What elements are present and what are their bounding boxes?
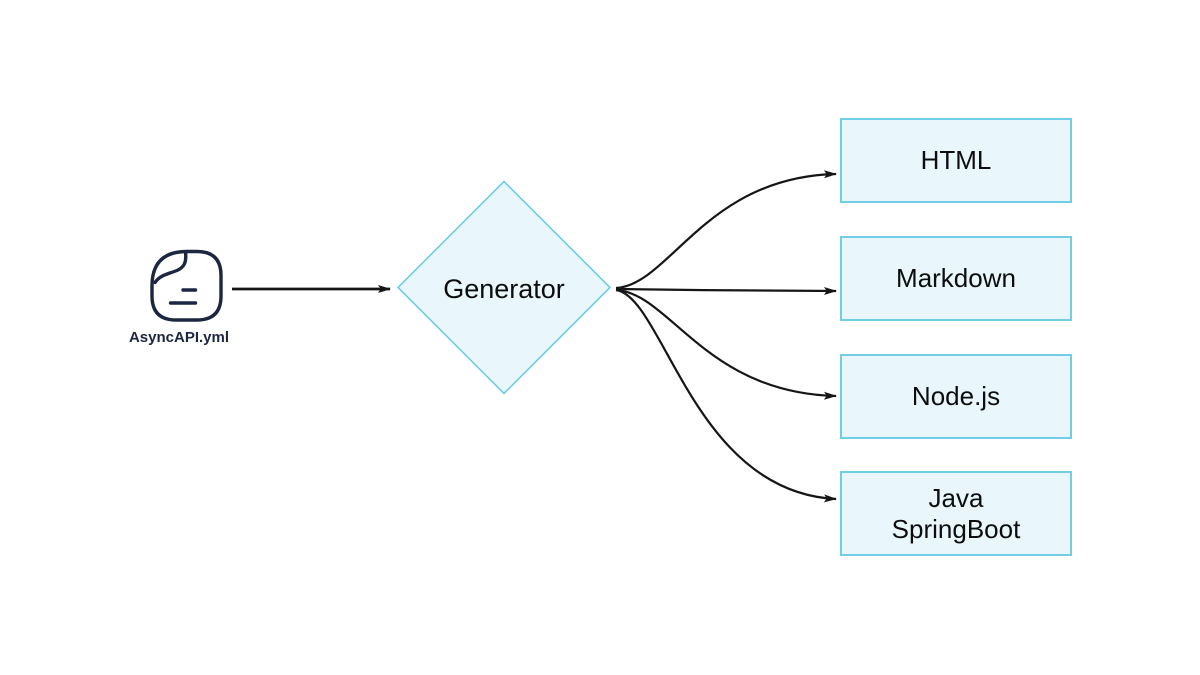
arrow-generator-to-html [615,170,837,290]
generator-diamond [396,180,612,395]
output-box-nodejs: Node.js [840,354,1072,439]
output-box-java-springboot: Java SpringBoot [840,471,1072,556]
output-label-java-springboot: Java SpringBoot [891,482,1021,544]
output-box-markdown: Markdown [840,236,1072,321]
output-label-html: HTML [920,145,992,175]
arrow-generator-to-java-springboot [615,288,837,503]
source-label: AsyncAPI.yml [128,329,230,346]
output-box-html: HTML [840,118,1072,203]
arrow-generator-to-nodejs [615,288,837,400]
generator-label: Generator [443,274,565,304]
file-icon [150,249,223,322]
arrow-generator-to-markdown [615,286,837,295]
file-icon-fold [153,250,188,285]
file-icon-outline [150,249,223,322]
output-label-markdown: Markdown [896,263,1016,293]
output-label-nodejs: Node.js [911,381,1001,411]
